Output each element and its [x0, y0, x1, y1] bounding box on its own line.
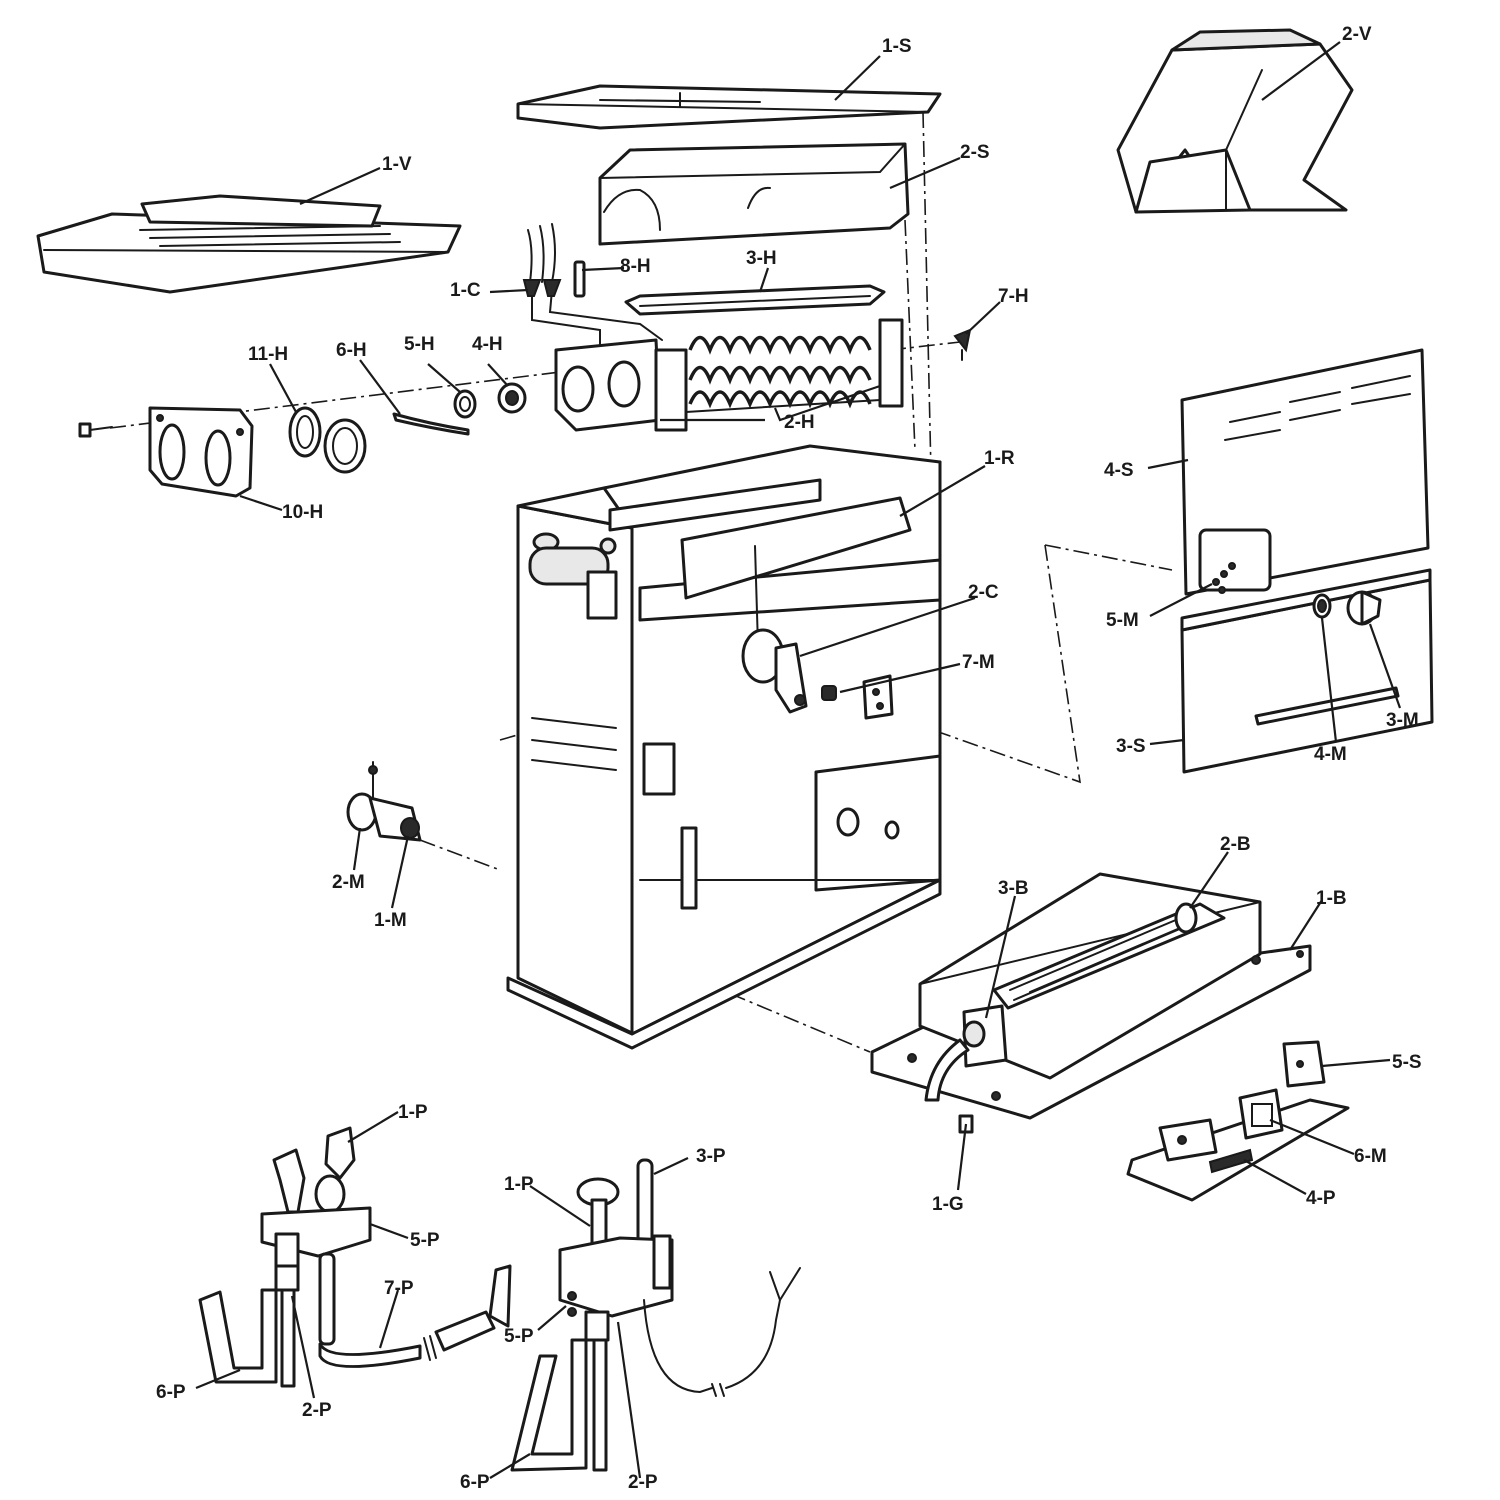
pilot-assembly-left — [198, 1126, 512, 1388]
gasket-11h — [288, 406, 367, 474]
pilot-burner-icon — [198, 1126, 512, 1388]
thermostat-1m-2m — [346, 761, 422, 842]
label-4p: 4-P — [1306, 1188, 1336, 1209]
main-cabinet — [506, 444, 942, 1050]
ring-4m — [1312, 593, 1332, 619]
label-1r: 1-R — [984, 448, 1015, 469]
label-3m: 3-M — [1386, 710, 1419, 731]
pilot-assembly-right — [510, 1158, 801, 1472]
label-5m: 5-M — [1106, 610, 1139, 631]
burner-tray — [870, 872, 1312, 1120]
jacket-top-2s — [598, 142, 910, 246]
callout-labels: 1-S 2-V 2-S 1-V 8-H 3-H 1-C 7-H 11-H 6-H… — [156, 24, 1422, 1493]
label-3p: 3-P — [696, 1146, 726, 1167]
label-2h: 2-H — [784, 412, 815, 433]
label-1s: 1-S — [882, 36, 912, 57]
header-plate-10h — [148, 406, 254, 498]
label-5h: 5-H — [404, 334, 435, 355]
front-panel-lower-3s — [1180, 568, 1434, 774]
label-8h: 8-H — [620, 256, 651, 277]
label-7p: 7-P — [384, 1278, 414, 1299]
label-1m: 1-M — [374, 910, 407, 931]
label-3s: 3-S — [1116, 736, 1146, 757]
label-6p-left: 6-P — [156, 1382, 186, 1403]
switch-7m — [821, 674, 894, 720]
top-cover-1v — [36, 194, 462, 294]
rod-8h — [573, 260, 586, 298]
burner-ports — [1029, 927, 1181, 993]
label-5s: 5-S — [1392, 1052, 1422, 1073]
label-1v: 1-V — [382, 154, 412, 175]
label-6m: 6-M — [1354, 1146, 1387, 1167]
clip-7h — [953, 328, 972, 361]
label-4s: 4-S — [1104, 460, 1134, 481]
bolt — [78, 422, 113, 438]
label-4h: 4-H — [472, 334, 503, 355]
connector-1c — [522, 279, 562, 297]
label-10h: 10-H — [282, 502, 323, 523]
front-panel-upper-4s — [1180, 348, 1430, 596]
vent-grid — [139, 225, 401, 247]
finned-coil-icon — [688, 335, 872, 409]
label-3h: 3-H — [746, 248, 777, 269]
label-3b: 3-B — [998, 878, 1029, 899]
label-6h: 6-H — [336, 340, 367, 361]
baffle-3h — [624, 284, 886, 316]
label-1c: 1-C — [450, 280, 481, 301]
label-5p-left: 5-P — [410, 1230, 440, 1251]
pilot-bracket-2c — [741, 545, 808, 714]
leader-lines — [195, 41, 1402, 1479]
label-1p-left: 1-P — [398, 1102, 428, 1123]
draft-hood-2v — [1116, 28, 1354, 214]
label-1p-right: 1-P — [504, 1174, 534, 1195]
label-2s: 2-S — [960, 142, 990, 163]
label-7m: 7-M — [962, 652, 995, 673]
label-6p-right: 6-P — [460, 1472, 490, 1493]
label-2p-left: 2-P — [302, 1400, 332, 1421]
label-7h: 7-H — [998, 286, 1029, 307]
label-2p-right: 2-P — [628, 1472, 658, 1493]
label-4m: 4-M — [1314, 744, 1347, 765]
label-11h: 11-H — [248, 344, 288, 365]
bushing-5h — [453, 389, 477, 419]
label-1g: 1-G — [932, 1194, 964, 1215]
label-2b: 2-B — [1220, 834, 1251, 855]
control-cover-5s — [1282, 1040, 1326, 1088]
label-2m: 2-M — [332, 872, 365, 893]
wire-6h — [392, 412, 470, 436]
knob-3m — [1346, 590, 1382, 626]
label-2v: 2-V — [1342, 24, 1372, 45]
label-2c: 2-C — [968, 582, 999, 603]
control-board-6m-4p — [1126, 1088, 1350, 1202]
thermostat-wires — [527, 223, 663, 353]
top-panel-1s — [516, 84, 942, 130]
bushing-4h — [497, 382, 527, 414]
label-5p-right: 5-P — [504, 1326, 534, 1347]
label-1b: 1-B — [1316, 888, 1347, 909]
heat-exchanger-2h — [554, 318, 904, 432]
